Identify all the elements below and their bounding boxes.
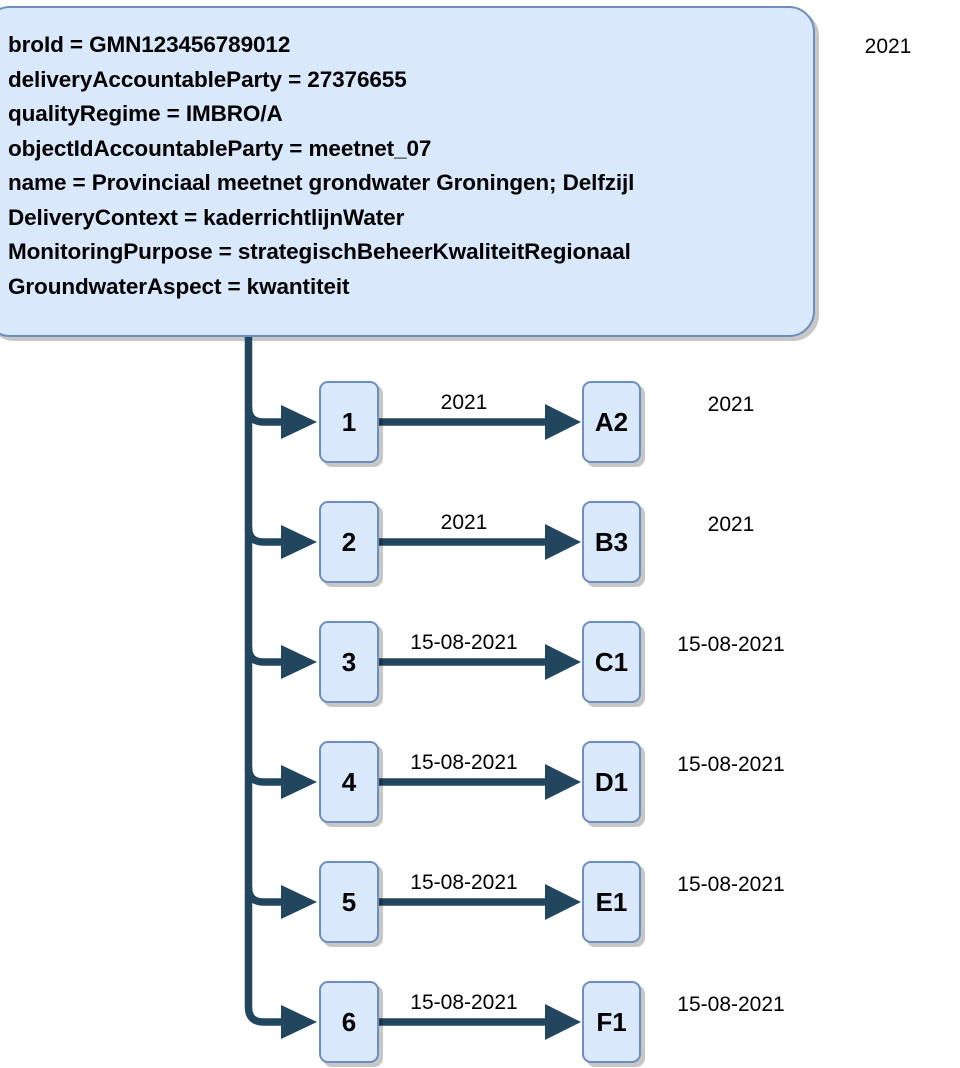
source-node-6-label: 6 (341, 1007, 357, 1037)
edge-label-1: 2021 (440, 391, 488, 414)
edge-label-2: 2021 (440, 511, 488, 534)
info-line-monitoring-purpose: MonitoringPurpose = strategischBeheerKwa… (8, 239, 631, 264)
edge-arrowhead-3 (545, 644, 581, 680)
target-node-d1-label: D1 (594, 767, 629, 797)
source-node-4[interactable]: 4 (319, 741, 379, 823)
target-node-d1[interactable]: D1 (582, 741, 641, 823)
side-label-3: 15-08-2021 (677, 633, 785, 656)
info-line-delivery-context: DeliveryContext = kaderrichtlijnWater (8, 204, 405, 230)
branch-arrowhead-2 (281, 525, 317, 559)
info-line-broid: broId = GMN123456789012 (8, 32, 291, 57)
target-node-e1-label: E1 (595, 887, 628, 917)
info-line-groundwater-aspect: GroundwaterAspect = kwantiteit (8, 273, 350, 299)
info-line-delivery-accountable-party: deliveryAccountableParty = 27376655 (8, 66, 407, 92)
edge-arrowhead-5 (545, 884, 581, 920)
edge-arrowhead-4 (545, 764, 581, 800)
branch-elbow-1 (244, 406, 281, 426)
target-node-e1[interactable]: E1 (582, 861, 641, 943)
side-label-2: 2021 (707, 513, 755, 536)
source-node-4-label: 4 (341, 767, 357, 797)
side-label-5: 15-08-2021 (677, 873, 785, 896)
edge-label-6: 15-08-2021 (410, 991, 518, 1014)
source-node-1-label: 1 (341, 407, 357, 437)
source-node-3[interactable]: 3 (319, 621, 379, 703)
edge-arrowhead-2 (545, 524, 581, 560)
branch-elbow-2 (244, 526, 281, 546)
target-node-c1[interactable]: C1 (582, 621, 641, 703)
branch-arrowhead-5 (281, 885, 317, 919)
branch-arrowhead-3 (281, 645, 317, 679)
gmn-info-box[interactable]: broId = GMN123456789012 deliveryAccounta… (0, 6, 815, 337)
target-node-f1[interactable]: F1 (582, 981, 641, 1063)
branch-arrowhead-4 (281, 765, 317, 799)
branch-arrowhead-1 (281, 405, 317, 439)
source-node-5[interactable]: 5 (319, 861, 379, 943)
edge-label-3: 15-08-2021 (410, 631, 518, 654)
side-label-4: 15-08-2021 (677, 753, 785, 776)
source-node-2-label: 2 (341, 527, 357, 557)
gmn-info-box-lines: broId = GMN123456789012 deliveryAccounta… (8, 28, 803, 304)
source-node-1[interactable]: 1 (319, 381, 379, 463)
info-line-object-id-accountable-party: objectIdAccountableParty = meetnet_07 (8, 135, 432, 161)
edge-label-5: 15-08-2021 (410, 871, 518, 894)
branch-elbow-3 (244, 646, 281, 666)
edge-label-4: 15-08-2021 (410, 751, 518, 774)
source-node-6[interactable]: 6 (319, 981, 379, 1063)
target-node-a2[interactable]: A2 (582, 381, 641, 463)
corner-year-label: 2021 (864, 35, 912, 58)
info-line-quality-regime: qualityRegime = IMBRO/A (8, 101, 283, 126)
branch-arrowhead-6 (281, 1005, 317, 1039)
source-node-2[interactable]: 2 (319, 501, 379, 583)
edge-arrowhead-6 (545, 1004, 581, 1040)
target-node-b3-label: B3 (594, 527, 629, 557)
target-node-a2-label: A2 (594, 407, 629, 437)
info-line-name: name = Provinciaal meetnet grondwater Gr… (8, 170, 635, 195)
side-label-1: 2021 (707, 393, 755, 416)
source-node-3-label: 3 (341, 647, 357, 677)
branch-elbow-6 (244, 1006, 281, 1026)
edge-arrowhead-1 (545, 404, 581, 440)
target-node-b3[interactable]: B3 (582, 501, 641, 583)
target-node-f1-label: F1 (596, 1007, 627, 1037)
side-label-6: 15-08-2021 (677, 993, 785, 1016)
branch-elbow-4 (244, 766, 281, 786)
target-node-c1-label: C1 (594, 647, 629, 677)
source-node-5-label: 5 (341, 887, 357, 917)
branch-elbow-5 (244, 886, 281, 906)
